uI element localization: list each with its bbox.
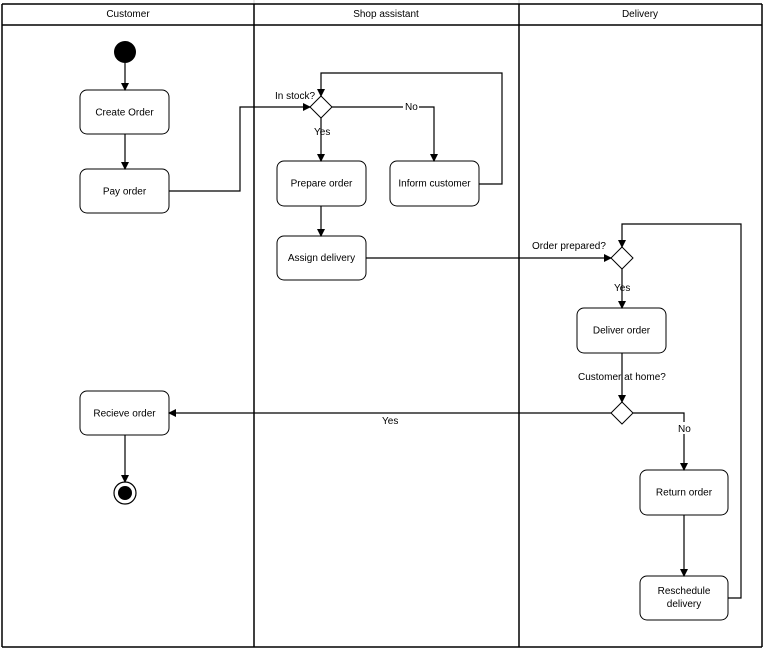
action-receive-order: Recieve order <box>79 390 170 436</box>
action-reschedule-delivery: Reschedule delivery <box>639 575 729 621</box>
control-flows <box>121 63 742 599</box>
guard-at-home-no: No <box>678 424 691 435</box>
decision-customer-at-home-label: Customer at home? <box>578 372 666 383</box>
lane-header-shop-assistant: Shop assistant <box>353 9 419 20</box>
action-reschedule-line2: delivery <box>667 599 701 610</box>
action-pay-order-label: Pay order <box>103 187 147 198</box>
action-deliver-order: Deliver order <box>576 307 667 354</box>
action-pay-order: Pay order <box>79 168 170 214</box>
action-reschedule-line1: Reschedule <box>658 586 711 597</box>
action-assign-delivery-label: Assign delivery <box>288 253 355 264</box>
final-node <box>113 481 137 505</box>
action-return-order-label: Return order <box>656 488 713 499</box>
action-deliver-order-label: Deliver order <box>593 326 651 337</box>
lane-header-customer: Customer <box>106 9 150 20</box>
guard-in-stock-yes: Yes <box>314 127 330 138</box>
lane-header-delivery: Delivery <box>622 9 658 20</box>
guard-at-home-yes: Yes <box>382 416 398 427</box>
initial-node <box>114 41 136 63</box>
action-assign-delivery: Assign delivery <box>276 235 367 281</box>
guard-in-stock-no: No <box>405 102 418 113</box>
action-prepare-order-label: Prepare order <box>291 179 353 190</box>
decision-order-prepared-label: Order prepared? <box>532 241 606 252</box>
decision-order-prepared <box>610 246 634 270</box>
action-create-order: Create Order <box>79 89 170 135</box>
decision-customer-at-home <box>610 401 634 425</box>
guard-order-prepared-yes: Yes <box>614 283 630 294</box>
action-inform-customer: Inform customer <box>389 160 480 207</box>
action-receive-order-label: Recieve order <box>93 409 156 420</box>
decision-in-stock-label: In stock? <box>275 91 315 102</box>
action-return-order: Return order <box>639 469 729 516</box>
action-inform-customer-label: Inform customer <box>398 179 471 190</box>
action-prepare-order: Prepare order <box>276 160 367 207</box>
action-create-order-label: Create Order <box>95 108 154 119</box>
